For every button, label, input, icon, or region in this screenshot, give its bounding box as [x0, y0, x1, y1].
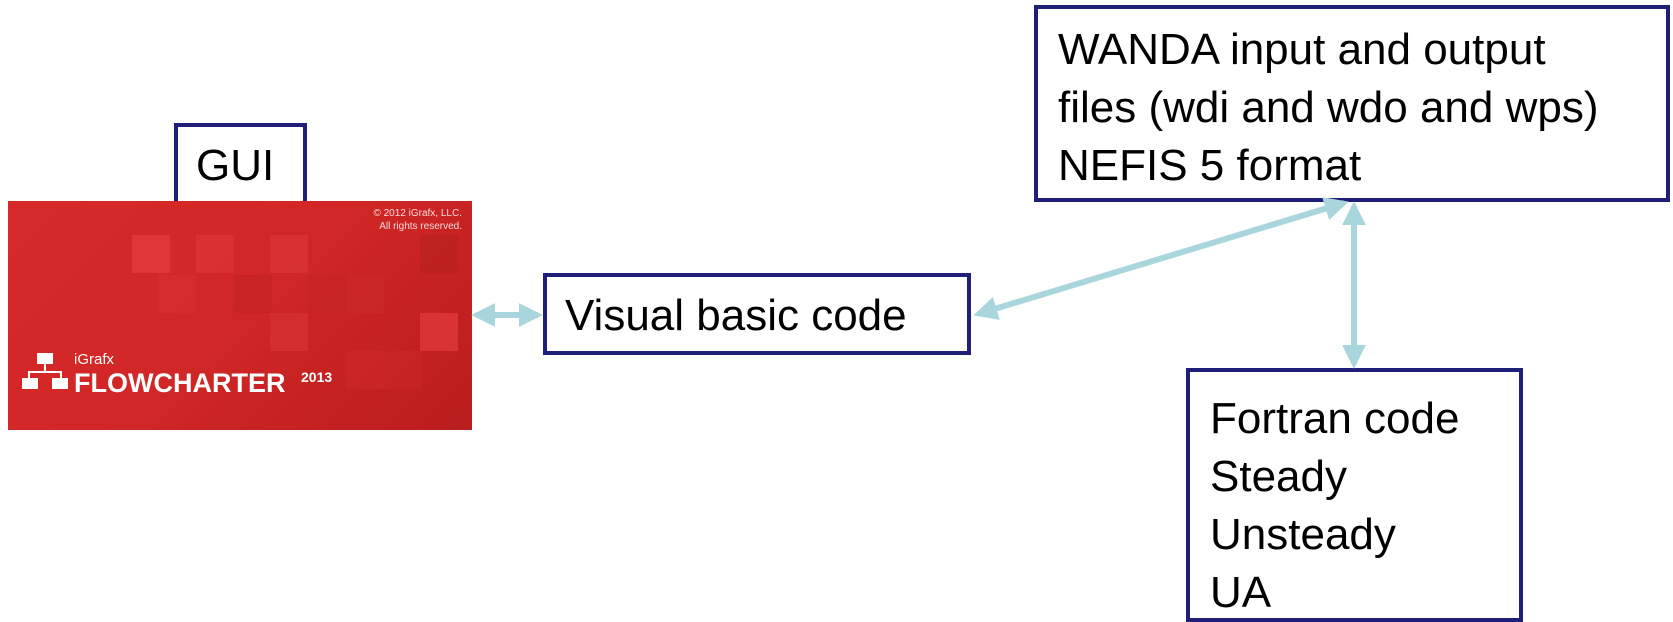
splash-tile — [346, 275, 384, 313]
fortran-box: Fortran code Steady Unsteady UA — [1186, 368, 1523, 622]
fortran-line-1: Fortran code — [1210, 394, 1460, 443]
splash-tile — [270, 313, 308, 351]
arrow-vb-to-wanda — [973, 197, 1349, 320]
copyright-text: © 2012 iGrafx, LLC. All rights reserved. — [373, 207, 462, 233]
flowcharter-splash-image: © 2012 iGrafx, LLC. All rights reserved.… — [8, 201, 472, 430]
brand-name-text: FLOWCHARTER — [74, 368, 286, 398]
splash-tile — [384, 351, 422, 389]
splash-tile — [196, 235, 234, 273]
gui-label: GUI — [196, 141, 275, 190]
splash-tile — [346, 351, 384, 389]
visual-basic-box: Visual basic code — [543, 273, 971, 355]
splash-tile — [308, 275, 346, 313]
brand-year-text: 2013 — [301, 369, 333, 385]
fortran-line-2: Steady — [1210, 452, 1347, 501]
gui-box: GUI — [174, 123, 307, 205]
splash-tile — [132, 235, 170, 273]
copyright-line-2: All rights reserved. — [379, 221, 462, 232]
splash-tile — [234, 275, 272, 313]
wanda-line-1: WANDA input and output — [1058, 25, 1546, 74]
fortran-line-3: Unsteady — [1210, 510, 1396, 559]
wanda-files-box: WANDA input and output files (wdi and wd… — [1034, 5, 1670, 202]
copyright-line-1: © 2012 iGrafx, LLC. — [373, 208, 462, 219]
splash-tile — [420, 235, 458, 273]
splash-tile — [270, 235, 308, 273]
visual-basic-label: Visual basic code — [565, 291, 907, 340]
flowchart-logo-icon — [22, 353, 68, 389]
splash-tile — [158, 275, 196, 313]
fortran-line-4: UA — [1210, 568, 1272, 617]
wanda-line-2: files (wdi and wdo and wps) — [1058, 83, 1599, 132]
wanda-line-3: NEFIS 5 format — [1058, 141, 1362, 190]
brand-small-text: iGrafx — [74, 351, 115, 368]
splash-tile — [420, 313, 458, 351]
